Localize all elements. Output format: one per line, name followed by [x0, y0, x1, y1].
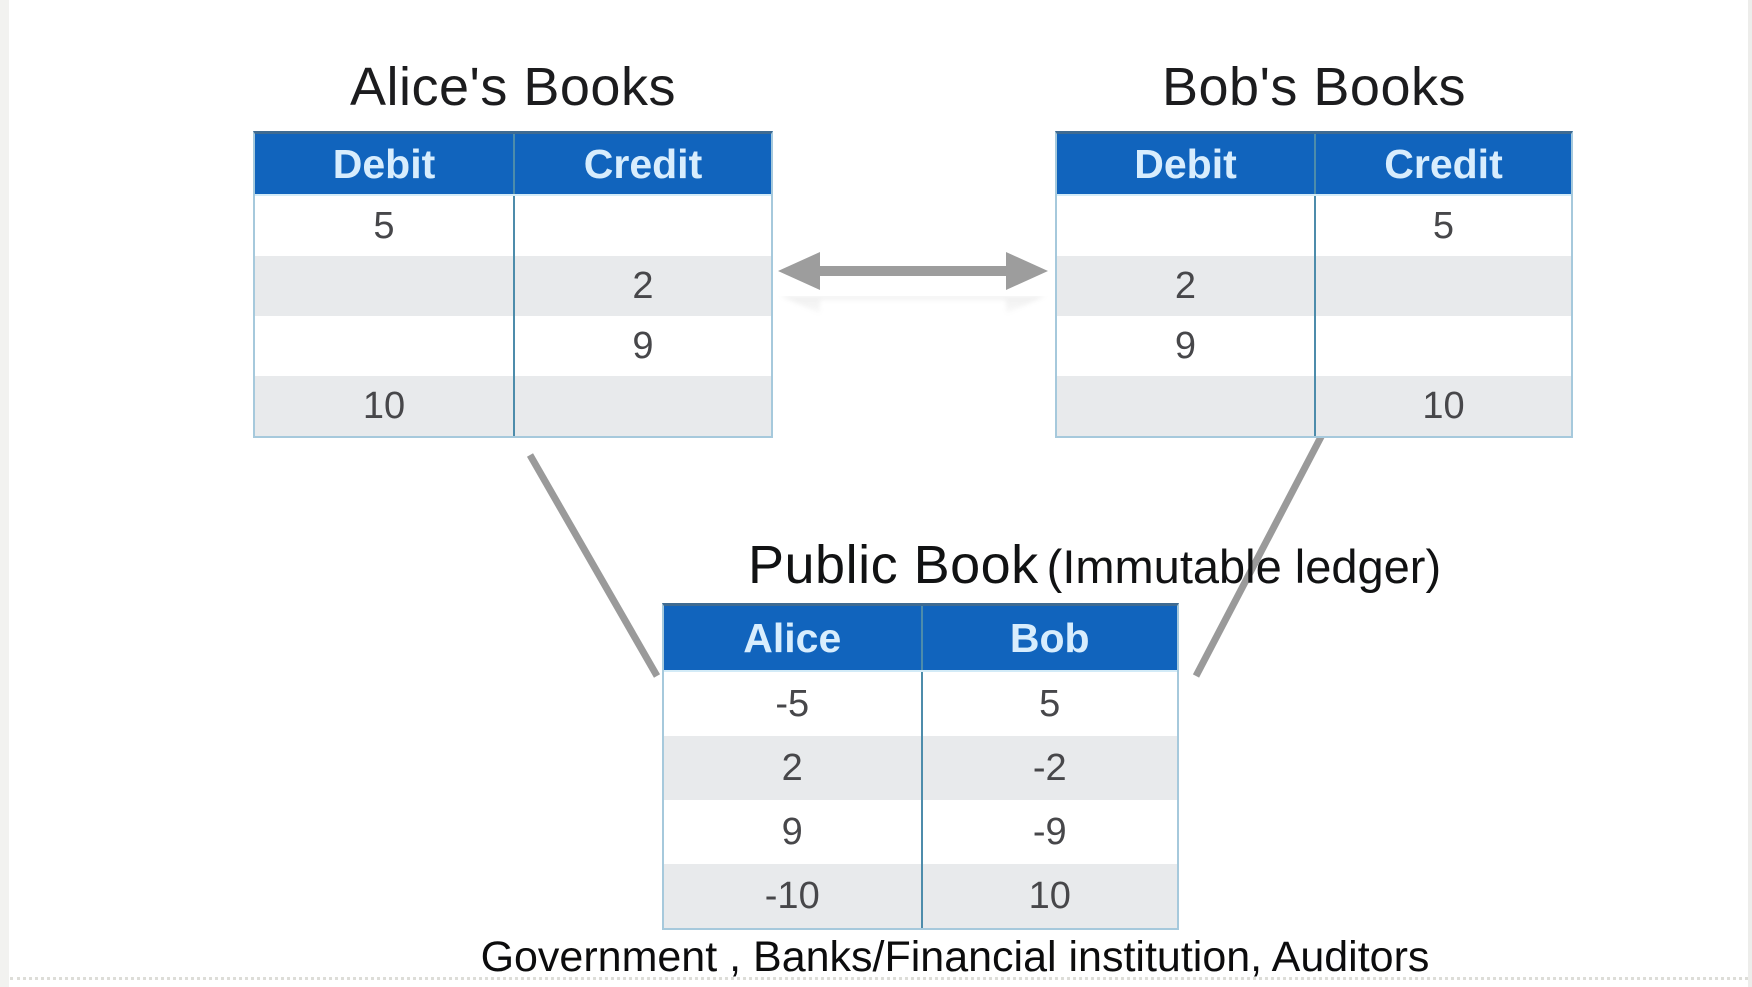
table-row: 5 — [1057, 196, 1571, 256]
table-cell: 9 — [513, 316, 771, 376]
table-cell — [255, 316, 513, 376]
page-bottom-dotted-edge — [10, 977, 1748, 980]
arrow-reflection — [772, 296, 1054, 322]
double-headed-arrow-icon — [778, 252, 1048, 290]
table-row: 9 — [1057, 316, 1571, 376]
page-right-edge — [1748, 0, 1752, 987]
column-header-debit: Debit — [1057, 134, 1314, 194]
table-row: 5 — [255, 196, 771, 256]
column-header-bob: Bob — [920, 606, 1177, 670]
table-cell — [1314, 256, 1571, 316]
table-header-row: Debit Credit — [1057, 134, 1571, 196]
alice-to-public-connector-line — [526, 453, 661, 678]
public-book-title: Public Book — [748, 535, 1039, 595]
table-cell: -10 — [764, 874, 820, 917]
table-cell: -2 — [920, 736, 1178, 800]
table-cell — [513, 376, 771, 436]
table-cell: 5 — [373, 204, 395, 247]
table-cell: 5 — [1314, 196, 1571, 256]
table-cell — [1057, 376, 1314, 436]
table-cell: -9 — [920, 800, 1178, 864]
table-cell: 2 — [781, 746, 803, 789]
bob-books-title: Bob's Books — [1162, 57, 1466, 117]
table-cell: 2 — [513, 256, 771, 316]
table-cell: 9 — [1174, 324, 1197, 367]
table-cell — [255, 256, 513, 316]
table-row: 9 — [255, 316, 771, 376]
column-header-debit: Debit — [255, 134, 513, 194]
table-row: 2 — [1057, 256, 1571, 316]
table-row: -5 5 — [664, 672, 1177, 736]
table-row: 10 — [255, 376, 771, 436]
public-book-table: Alice Bob -5 5 2 -2 9 -9 -10 10 — [662, 603, 1179, 930]
public-book-title-row: Public Book (Immutable ledger) — [748, 534, 1441, 596]
table-cell: 2 — [1174, 264, 1197, 307]
table-row: 2 — [255, 256, 771, 316]
alice-books-title: Alice's Books — [350, 57, 676, 117]
alice-books-table: Debit Credit 5 2 9 10 — [253, 131, 773, 438]
table-cell: 10 — [1314, 376, 1571, 436]
table-cell: 10 — [920, 864, 1178, 928]
table-cell: 5 — [920, 672, 1178, 736]
table-cell — [513, 196, 771, 256]
column-header-credit: Credit — [1314, 134, 1571, 194]
table-header-row: Debit Credit — [255, 134, 771, 196]
column-header-alice: Alice — [664, 606, 921, 670]
table-row: 9 -9 — [664, 800, 1177, 864]
immutable-ledger-label: (Immutable ledger) — [1046, 540, 1442, 593]
table-cell: 10 — [362, 384, 406, 427]
table-header-row: Alice Bob — [664, 606, 1177, 672]
table-cell — [1057, 196, 1314, 256]
bob-to-public-connector-line — [1192, 431, 1327, 678]
column-header-credit: Credit — [513, 134, 771, 194]
page-left-edge — [0, 0, 9, 987]
table-row: -10 10 — [664, 864, 1177, 928]
table-cell: 9 — [781, 810, 803, 853]
bob-books-table: Debit Credit 5 2 9 10 — [1055, 131, 1573, 438]
table-row: 10 — [1057, 376, 1571, 436]
table-row: 2 -2 — [664, 736, 1177, 800]
table-cell — [1314, 316, 1571, 376]
table-cell: -5 — [775, 682, 810, 725]
footer-audience-label: Government , Banks/Financial institution… — [480, 933, 1430, 981]
